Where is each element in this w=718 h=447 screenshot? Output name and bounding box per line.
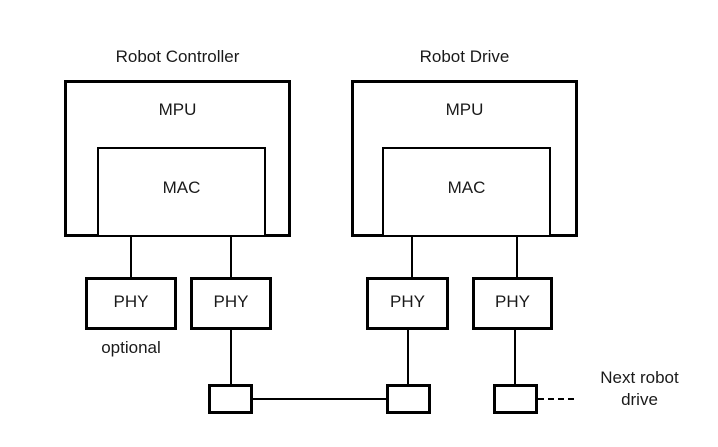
link-phy2-to-connector1 xyxy=(230,330,232,385)
phy-label-drive-2: PHY xyxy=(495,292,530,311)
robot-controller-mac-box xyxy=(97,147,266,237)
next-robot-drive-label: Next robot drive xyxy=(572,367,707,411)
phy-label-controller-1: PHY xyxy=(113,292,149,311)
bus-connector-1 xyxy=(208,384,253,414)
bus-segment-next-dashed xyxy=(538,398,574,400)
phy-box-drive-1 xyxy=(366,277,449,330)
link-controller-mpu-to-phy2 xyxy=(230,237,232,278)
bus-segment-1 xyxy=(252,398,387,400)
phy-optional-note: optional xyxy=(101,338,161,357)
robot-drive-mpu-label: MPU xyxy=(445,100,484,119)
phy-box-controller-1 xyxy=(85,277,177,330)
link-drive-mpu-to-phy4 xyxy=(516,237,518,278)
phy-label-controller-2: PHY xyxy=(213,292,249,311)
robot-controller-mac-label: MAC xyxy=(162,178,201,197)
robot-drive-mac-label: MAC xyxy=(447,178,486,197)
next-robot-drive-line1: Next robot xyxy=(600,368,679,387)
link-phy3-to-connector2 xyxy=(407,330,409,385)
bus-connector-2 xyxy=(386,384,431,414)
next-robot-drive-line2: drive xyxy=(621,390,658,409)
link-phy4-to-connector3 xyxy=(514,330,516,385)
bus-connector-3 xyxy=(493,384,538,414)
link-drive-mpu-to-phy3 xyxy=(411,237,413,278)
robot-drive-mac-box xyxy=(382,147,551,237)
phy-label-drive-1: PHY xyxy=(390,292,425,311)
link-controller-mpu-to-phy1 xyxy=(130,237,132,278)
robot-controller-mpu-label: MPU xyxy=(158,100,197,119)
phy-box-drive-2 xyxy=(472,277,553,330)
robot-drive-title: Robot Drive xyxy=(419,47,510,66)
robot-controller-title: Robot Controller xyxy=(115,47,240,66)
phy-box-controller-2 xyxy=(190,277,272,330)
